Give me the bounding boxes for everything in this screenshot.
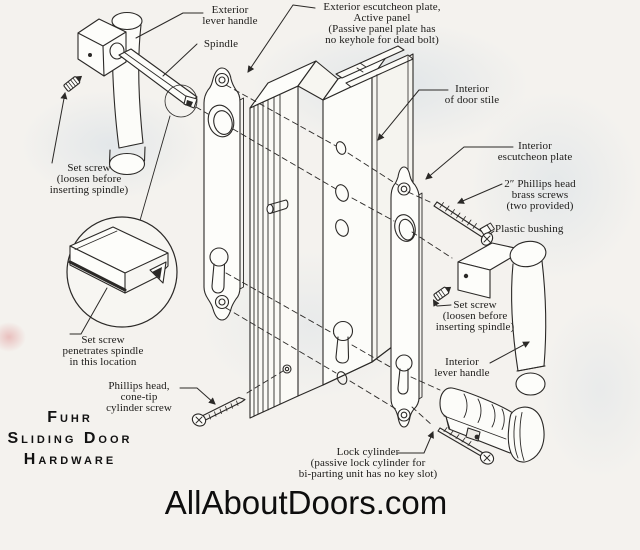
label-line: Set screw <box>81 334 125 346</box>
label-phillips-brass-screws: 2″ Phillips head brass screws (two provi… <box>485 179 595 212</box>
label-line: Phillips head, <box>108 380 170 392</box>
label-line: (two provided) <box>506 200 574 212</box>
label-line: Active panel <box>353 12 411 24</box>
label-plastic-bushing: Plastic bushing <box>495 224 585 235</box>
label-line: Set screw <box>67 162 111 174</box>
label-set-screw-penetrates: Set screw penetrates spindle in this loc… <box>48 335 158 368</box>
label-line: (Passive panel plate has <box>328 23 436 35</box>
cone-tip-cylinder-screw <box>191 396 246 427</box>
label-line: bi-parting unit has no key slot) <box>298 468 438 480</box>
set-screw-interior-icon <box>433 286 452 301</box>
cylinder-screw-interior <box>437 427 495 465</box>
label-exterior-escutcheon-plate: Exterior escutcheon plate, Active panel … <box>307 2 457 46</box>
label-spindle: Spindle <box>181 39 261 50</box>
label-line: Spindle <box>203 38 239 50</box>
label-line: inserting spindle) <box>435 321 515 333</box>
label-line: of door stile <box>444 94 500 106</box>
brand-line: Sliding Door <box>7 430 133 447</box>
interior-lever-handle <box>457 240 547 396</box>
label-interior-escutcheon-plate: Interior escutcheon plate <box>475 141 595 163</box>
label-interior-lever-handle: Interior lever handle <box>412 357 512 379</box>
label-line: Interior <box>518 140 552 152</box>
label-exterior-lever-handle: Exterior lever handle <box>175 5 285 27</box>
label-line: brass screws <box>511 189 569 201</box>
spindle-detail-inset <box>66 115 178 328</box>
label-line: (passive lock cylinder for <box>310 457 426 469</box>
label-phillips-cone-tip: Phillips head, cone-tip cylinder screw <box>89 381 189 414</box>
label-line: Exterior escutcheon plate, <box>323 1 441 13</box>
exterior-lever-handle <box>77 11 198 176</box>
exterior-escutcheon-plate <box>203 67 244 321</box>
brand-title: Fuhr Sliding Door Hardware <box>0 407 140 470</box>
label-line: cylinder screw <box>106 402 172 414</box>
label-leaders <box>51 4 530 454</box>
interior-escutcheon-plate <box>390 166 423 428</box>
label-line: lever handle <box>434 367 490 379</box>
label-set-screw-exterior: Set screw (loosen before inserting spind… <box>34 163 144 196</box>
alignment-dashes <box>195 84 453 427</box>
label-set-screw-interior: Set screw (loosen before inserting spind… <box>420 300 530 333</box>
label-line: in this location <box>69 356 137 368</box>
label-line: escutcheon plate <box>497 151 573 163</box>
label-line: Interior <box>445 356 479 368</box>
set-screw-exterior-icon <box>63 75 83 92</box>
label-line: 2″ Phillips head <box>504 178 576 190</box>
brand-line: Hardware <box>23 451 117 468</box>
lock-cylinder <box>439 387 545 463</box>
label-line: Interior <box>455 83 489 95</box>
label-line: (loosen before <box>56 173 122 185</box>
label-line: Set screw <box>453 299 497 311</box>
label-line: inserting spindle) <box>49 184 129 196</box>
watermark-text: AllAboutDoors.com <box>164 484 448 521</box>
label-line: (loosen before <box>442 310 508 322</box>
label-line: Exterior <box>211 4 249 16</box>
label-line: Lock cylinder <box>336 446 400 458</box>
brand-line: Fuhr <box>47 409 93 426</box>
label-line: no keyhole for dead bolt) <box>325 34 439 46</box>
label-lock-cylinder: Lock cylinder (passive lock cylinder for… <box>288 447 448 480</box>
label-line: cone-tip <box>120 391 158 403</box>
label-line: lever handle <box>202 15 258 27</box>
door-stile <box>249 60 339 419</box>
label-line: penetrates spindle <box>62 345 144 357</box>
label-interior-of-door-stile: Interior of door stile <box>427 84 517 106</box>
label-line: Plastic bushing <box>495 223 564 235</box>
